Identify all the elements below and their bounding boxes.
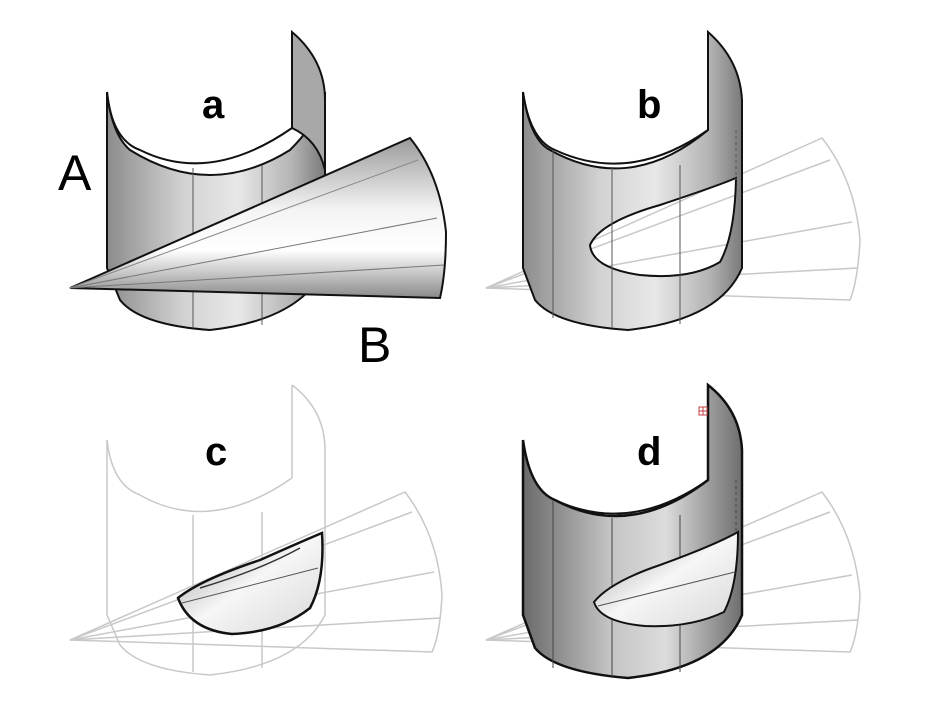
intersection-patch (592, 530, 740, 628)
panel-b: b (485, 29, 861, 332)
panel-label: c (205, 430, 227, 474)
panel-label: d (637, 430, 661, 474)
panel-d: d (485, 382, 861, 680)
panel-label: a (202, 83, 225, 127)
panel-label: b (637, 83, 661, 127)
cylinder-surface (521, 382, 744, 680)
cylinder-back-sheet (291, 29, 326, 171)
intersection-patch (176, 531, 324, 636)
cylinder-label: A (58, 145, 92, 201)
cylinder-surface (522, 29, 743, 332)
panel-c: c (69, 384, 443, 676)
cone-label: B (358, 317, 391, 373)
cone-surface (69, 136, 448, 300)
panel-a: a A B (58, 29, 448, 373)
cylinder-top-edge (106, 91, 293, 165)
